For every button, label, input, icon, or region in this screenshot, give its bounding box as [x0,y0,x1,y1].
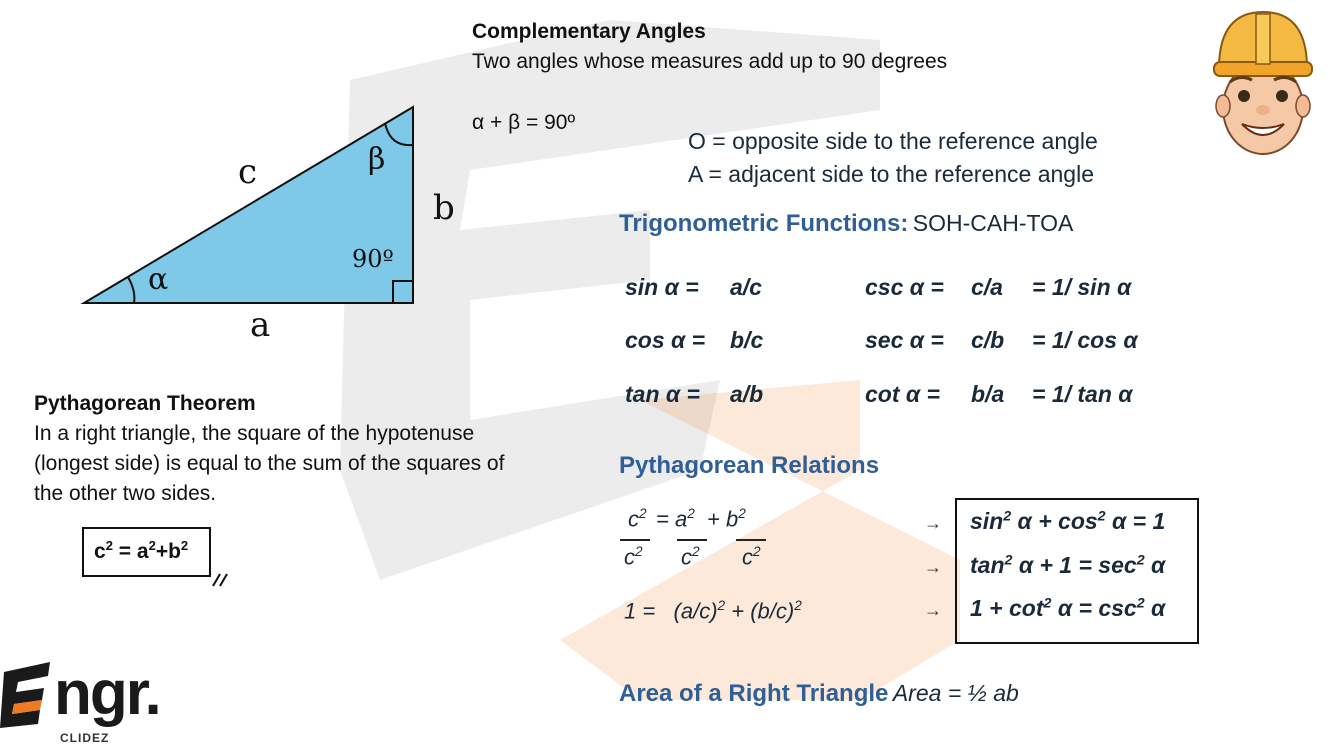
relation-numerator-c: c2 [628,506,647,532]
sec-label: sec α = [865,327,944,353]
cot-ratio: b/a [971,381,1005,407]
right-triangle-diagram [80,105,414,304]
triangle-shape [80,105,414,304]
area-heading: Area of a Right Triangle [619,680,889,707]
beta-arc [384,122,414,147]
opposite-def: O = opposite side to the reference angle [688,128,1098,154]
cos-label: cos α = [625,327,706,353]
beta-label: β [368,142,386,177]
trig-mnemonic: SOH-CAH-TOA [912,210,1074,236]
cot-recip: = 1/ tan α [1032,381,1133,407]
relation-denominator-3: c2 [742,544,761,570]
logo-text: ngr. [54,659,162,728]
pythagorean-line2: (longest side) is equal to the sum of th… [34,452,505,475]
trig-heading: Trigonometric Functions: [619,210,909,237]
side-c-label: c [238,152,258,192]
relation-denominator-2: c2 [681,544,700,570]
csc-recip: = 1/ sin α [1032,274,1132,300]
pythagorean-formula-box [82,527,211,577]
fraction-bar-2 [677,539,707,541]
pythagorean-title: Pythagorean Theorem [34,392,256,415]
identity-tan-sec: tan2 α + 1 = sec2 α [970,552,1166,578]
identity-sin-cos: sin2 α + cos2 α = 1 [970,508,1166,534]
fraction-bar-3 [736,539,766,541]
arrow-2: → [924,557,942,577]
right-angle-label: 90º [352,245,394,273]
alpha-label: α [148,262,169,297]
adjacent-def: A = adjacent side to the reference angle [688,161,1094,187]
logo-subtitle: CLIDEZ [60,731,110,745]
sec-ratio: c/b [971,327,1005,353]
relation-numerator-a: = a2 [656,506,695,532]
relation-denominator-1: c2 [624,544,643,570]
arrow-3: → [924,600,942,620]
cot-label: cot α = [865,381,940,407]
fraction-bar-1 [620,539,650,541]
sin-label: sin α = [625,274,699,300]
trig-heading-row: Trigonometric Functions: SOH-CAH-TOA [619,210,1073,238]
identities-box [955,498,1199,644]
area-formula: Area = ½ ab [892,680,1019,706]
pythagorean-line1: In a right triangle, the square of the h… [34,422,475,445]
relations-heading: Pythagorean Relations [619,452,880,479]
tan-ratio: a/b [730,381,764,407]
complementary-formula: α + β = 90º [472,111,576,134]
relation-numerator-b: + b2 [707,506,746,532]
double-slash-mark [212,573,228,587]
cos-ratio: b/c [730,327,764,353]
arrow-1: → [924,513,942,533]
complementary-title: Complementary Angles [472,20,706,43]
engineer-mascot [1213,10,1313,155]
csc-ratio: c/a [971,274,1003,300]
tan-label: tan α = [625,381,700,407]
csc-label: csc α = [865,274,944,300]
pythagorean-line3: the other two sides. [34,482,217,505]
sec-recip: = 1/ cos α [1032,327,1138,353]
identity-cot-csc: 1 + cot2 α = csc2 α [970,595,1166,621]
pythagorean-formula: c2 = a2+b2 [94,538,189,563]
engr-logo-mark [0,662,50,728]
relation-line3: 1 = (a/c)2 + (b/c)2 [624,598,802,624]
side-b-label: b [433,188,455,228]
area-row: Area of a Right Triangle Area = ½ ab [619,680,1019,708]
right-angle-mark [392,280,414,304]
alpha-arc [127,276,136,304]
sin-ratio: a/c [730,274,762,300]
side-a-label: a [250,305,271,345]
complementary-desc: Two angles whose measures add up to 90 d… [472,50,948,73]
